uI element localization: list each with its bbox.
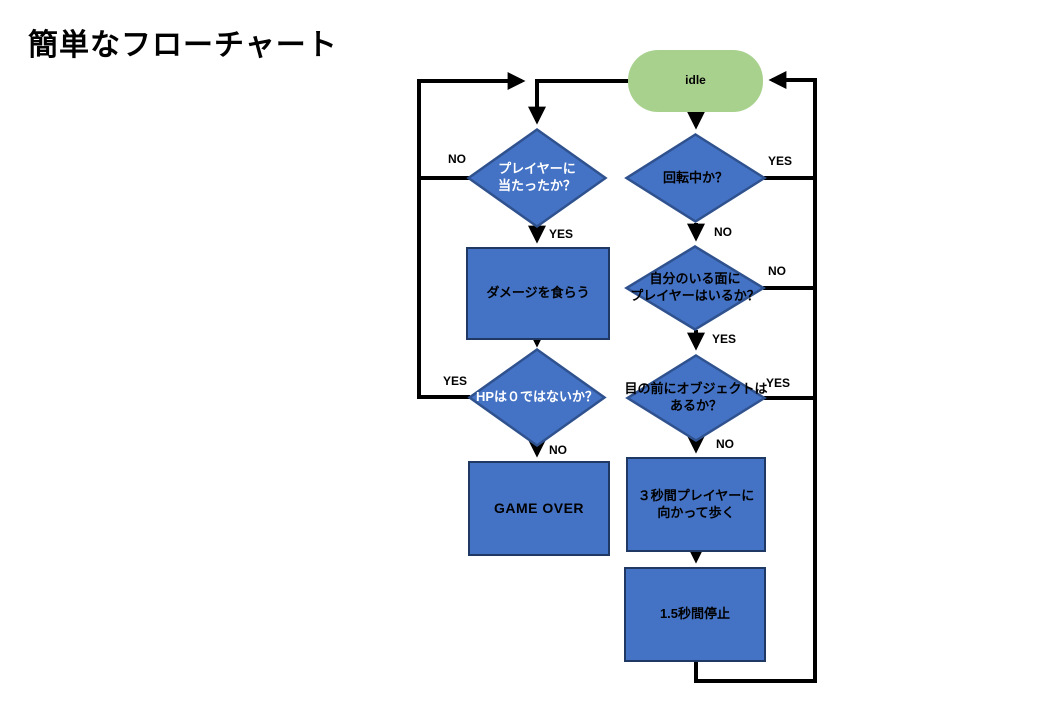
- node-game-over-label: GAME OVER: [493, 500, 585, 517]
- node-game-over: GAME OVER: [468, 461, 610, 556]
- page-title: 簡単なフローチャート: [28, 29, 338, 62]
- node-idle-label: idle: [685, 73, 706, 88]
- edge-label-hit-no: NO: [448, 152, 466, 166]
- diamond-shape: [466, 127, 608, 229]
- node-side-check: 自分のいる面に プレイヤーはいるか？: [624, 245, 766, 331]
- edge-label-side-no: NO: [768, 264, 786, 278]
- diamond-shape: [624, 133, 767, 223]
- node-walk-label: ３秒間プレイヤーに 向かって歩く: [637, 487, 755, 520]
- node-walk: ３秒間プレイヤーに 向かって歩く: [626, 457, 766, 552]
- edge-label-front-no: NO: [716, 437, 734, 451]
- edge-label-side-yes: YES: [712, 332, 737, 346]
- diamond-shape: [625, 354, 767, 442]
- edge-label-rotate-yes: YES: [768, 154, 793, 168]
- edge-label-front-yes: YES: [766, 376, 791, 390]
- node-damage-label: ダメージを食らう: [486, 285, 590, 301]
- node-damage: ダメージを食らう: [466, 247, 610, 340]
- edge-label-hp-no: NO: [549, 443, 567, 457]
- node-rotate-check: 回転中か？: [624, 133, 767, 223]
- edge-right-loop: [694, 71, 817, 683]
- node-idle: idle: [628, 50, 763, 112]
- node-hit-check: プレイヤーに 当たったか？: [466, 127, 608, 229]
- diamond-shape: [624, 245, 766, 331]
- node-side-check-label: 自分のいる面に プレイヤーはいるか？: [630, 271, 760, 303]
- node-stop-label: 1.5秒間停止: [659, 606, 731, 622]
- edge-left-loop: [417, 72, 526, 399]
- node-front-check-label: 目の前にオブジェクトは あるか？: [624, 381, 768, 413]
- node-hit-check-label: プレイヤーに 当たったか？: [497, 161, 576, 193]
- diamond-shape: [467, 347, 607, 448]
- node-hp-check: HPは０ではないか？: [467, 347, 607, 448]
- node-rotate-check-label: 回転中か？: [662, 169, 728, 185]
- node-front-check: 目の前にオブジェクトは あるか？: [624, 354, 768, 442]
- edge-label-hit-yes: YES: [549, 227, 574, 241]
- node-stop: 1.5秒間停止: [624, 567, 766, 662]
- edge-label-hp-yes: YES: [443, 374, 468, 388]
- edge-idle-to-hit-check: [528, 79, 628, 125]
- edge-label-rotate-no: NO: [714, 225, 732, 239]
- node-hp-check-label: HPは０ではないか？: [475, 389, 599, 405]
